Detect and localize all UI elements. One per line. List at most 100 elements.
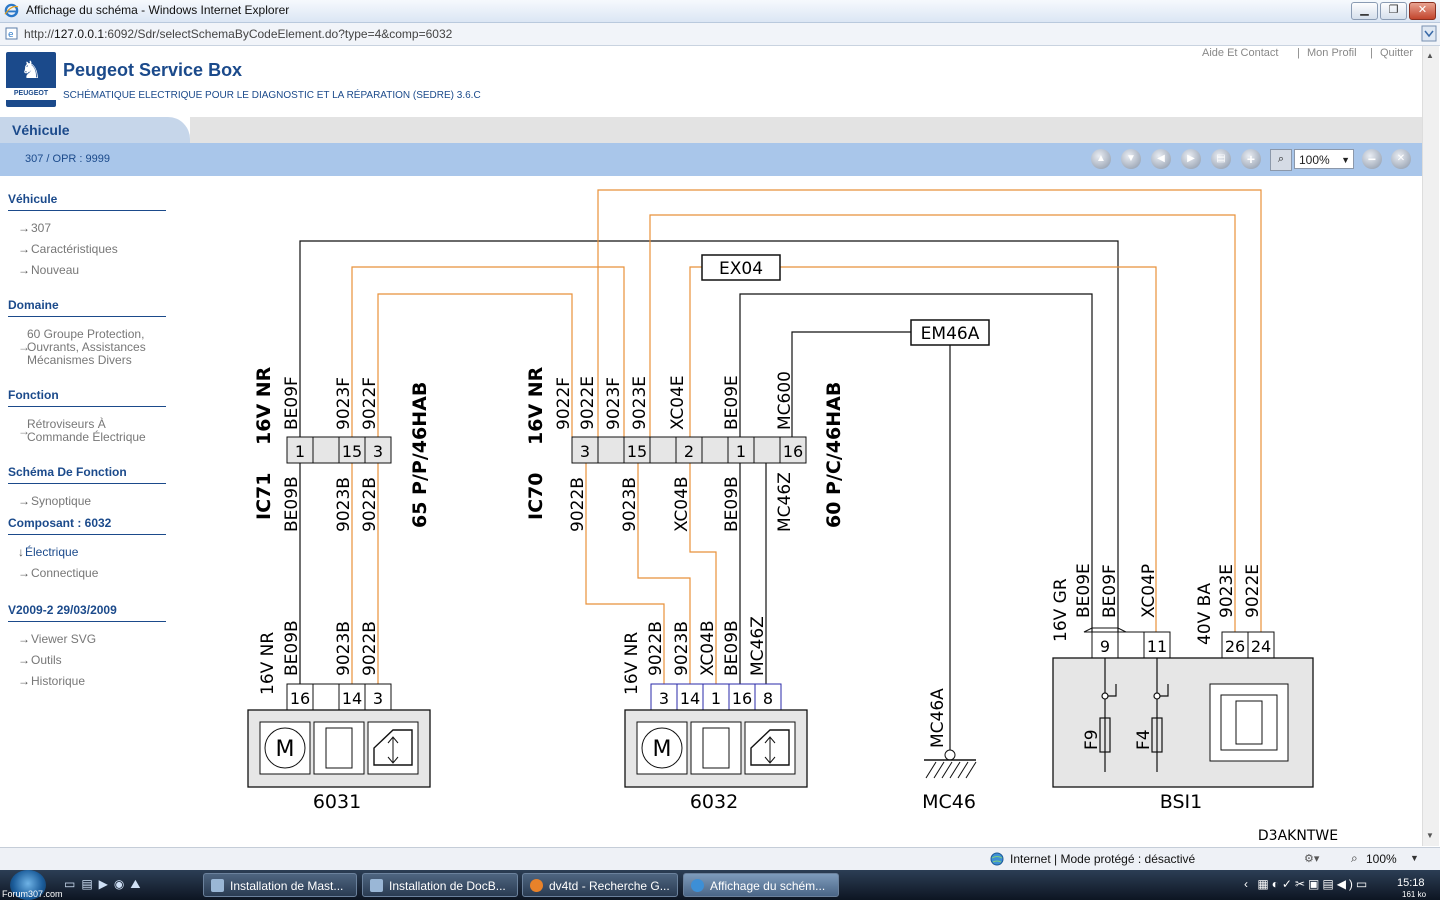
- pin-ic70-3: 3: [580, 442, 590, 461]
- zoom-icon[interactable]: ⌕: [1351, 851, 1358, 865]
- motor-symbol: M: [653, 737, 672, 762]
- scroll-up-icon[interactable]: ▲: [1426, 51, 1434, 60]
- diagram-reference: D3AKNTWE: [1258, 828, 1338, 844]
- wire-label: MC600: [775, 371, 795, 430]
- sidebar-item-domaine[interactable]: 60 Groupe Protection, Ouvrants, Assistan…: [27, 327, 146, 367]
- device-6031-conn: 16V NR: [258, 632, 278, 695]
- compatibility-view-icon[interactable]: [1421, 25, 1437, 42]
- pin-bsi-24: 24: [1251, 637, 1271, 656]
- arrow-down-icon[interactable]: ▼: [1121, 149, 1141, 169]
- pin-ic70-1: 1: [736, 442, 746, 461]
- wire-label: 9023F: [334, 377, 354, 430]
- fullscreen-icon[interactable]: ✕: [1391, 149, 1411, 169]
- arrow-right-icon: →: [18, 674, 30, 688]
- minimize-button[interactable]: ▁: [1351, 2, 1378, 20]
- ground-label: MC46: [922, 791, 976, 813]
- help-contact-link[interactable]: Aide Et Contact: [1202, 47, 1279, 59]
- sidebar-item-connectique[interactable]: →Connectique: [18, 566, 99, 580]
- zoom-in-icon[interactable]: +: [1241, 149, 1261, 169]
- security-zone: Internet | Mode protégé : désactivé: [1010, 852, 1196, 866]
- taskbar-item-ie[interactable]: Affichage du schém...: [683, 873, 839, 897]
- taskbar-item-docb[interactable]: Installation de DocB...: [362, 873, 518, 897]
- pin-ic71-1: 1: [295, 442, 305, 461]
- app-title: Peugeot Service Box: [63, 60, 243, 80]
- wire-label: XC04B: [698, 620, 718, 676]
- taskbar-item-firefox[interactable]: dv4td - Recherche G...: [522, 873, 678, 897]
- ic71-desc: 16V NR: [253, 366, 275, 445]
- wire-label: 9023E: [1217, 564, 1237, 618]
- chevron-down-icon[interactable]: ▼: [1410, 853, 1419, 863]
- my-profile-link[interactable]: Mon Profil: [1307, 47, 1357, 59]
- quit-link[interactable]: Quitter: [1380, 47, 1414, 59]
- sidebar-divider: [8, 316, 166, 317]
- wire-label-mc46a: MC46A: [928, 688, 948, 748]
- window-title-bar: Affichage du schéma - Windows Internet E…: [0, 0, 1440, 23]
- motor-symbol: M: [276, 737, 295, 762]
- magnifier-icon[interactable]: ⌕: [1270, 149, 1292, 171]
- device-label-6031: 6031: [313, 791, 361, 813]
- status-zoom[interactable]: 100%: [1366, 852, 1397, 866]
- chevron-down-icon: ▼: [1341, 155, 1350, 165]
- vertical-scrollbar[interactable]: [1422, 46, 1439, 846]
- sidebar-heading-version: V2009-2 29/03/2009: [8, 603, 117, 617]
- wire-label: MC46Z: [748, 616, 768, 676]
- taskbar-item-mast[interactable]: Installation de Mast...: [203, 873, 357, 897]
- pin-ic70-16: 16: [783, 442, 803, 461]
- sidebar-item-viewer-svg[interactable]: →Viewer SVG: [18, 632, 97, 646]
- pin-6032-3: 3: [659, 689, 669, 708]
- wire-9023b-mid: [637, 463, 691, 684]
- wire-label: 9022E: [578, 376, 598, 430]
- sidebar-item-electrique[interactable]: ↓Électrique: [18, 545, 79, 559]
- arrow-left-icon[interactable]: ◀: [1151, 149, 1171, 169]
- sidebar-item-nouveau[interactable]: →Nouveau: [18, 263, 80, 277]
- box-ex04: [701, 254, 781, 281]
- arrow-right-icon: →: [18, 632, 30, 646]
- wiring-diagram[interactable]: EX04 EM46A 1 15 3 IC71 16V NR BE09F 9023…: [240, 180, 1420, 845]
- protected-mode-icon[interactable]: ⚙▾: [1304, 853, 1320, 865]
- pin-bsi-26: 26: [1225, 637, 1245, 656]
- pin-6031-14: 14: [342, 689, 362, 708]
- url-text[interactable]: http://127.0.0.1:6092/Sdr/selectSchemaBy…: [24, 27, 453, 41]
- sidebar-item-historique[interactable]: →Historique: [18, 674, 86, 688]
- window-title: Affichage du schéma - Windows Internet E…: [26, 3, 290, 17]
- zoom-select[interactable]: 100%▼: [1294, 149, 1354, 169]
- wire-label: BE09B: [722, 620, 742, 676]
- ground-icon: [925, 761, 977, 779]
- arrow-up-icon[interactable]: ▲: [1091, 149, 1111, 169]
- wire-xc04b-mid: [689, 463, 717, 684]
- close-button[interactable]: ✕: [1409, 2, 1436, 20]
- pin-6031-16: 16: [290, 689, 310, 708]
- wire-label: 9022B: [360, 477, 380, 532]
- svg-text:e: e: [8, 30, 14, 40]
- pin-bsi-11: 11: [1147, 637, 1167, 656]
- pin-6032-1: 1: [711, 689, 721, 708]
- lion-icon: ♞: [20, 57, 42, 84]
- scroll-down-icon[interactable]: ▼: [1426, 831, 1434, 840]
- maximize-button[interactable]: ❐: [1380, 2, 1407, 20]
- wire-label: 9023B: [334, 477, 354, 532]
- quick-launch-icons[interactable]: ▭▤▶◉⛰: [64, 877, 147, 891]
- tray-extra-text: 161 ko: [1402, 890, 1427, 899]
- sidebar-item-outils[interactable]: →Outils: [18, 653, 62, 667]
- system-tray-icons[interactable]: ‹ ▦◐✓✂▣▤◀)▭: [1244, 877, 1371, 891]
- wire-label: 9022F: [360, 377, 380, 430]
- wire-label: 9022B: [568, 477, 588, 532]
- arrow-right-icon: →: [18, 653, 30, 667]
- sidebar-divider: [8, 406, 166, 407]
- print-icon[interactable]: ▤: [1211, 149, 1231, 169]
- wire-label: 9022B: [360, 621, 380, 676]
- sidebar-item-retroviseurs[interactable]: Rétroviseurs À Commande Électrique: [27, 417, 146, 444]
- device-label-bsi1: BSI1: [1160, 791, 1202, 813]
- sidebar-divider: [8, 210, 166, 211]
- start-button[interactable]: [10, 870, 46, 900]
- device-label-6032: 6032: [690, 791, 738, 813]
- zoom-out-icon[interactable]: −: [1362, 149, 1382, 169]
- sidebar-item-307[interactable]: →307: [18, 221, 52, 235]
- address-bar[interactable]: e http://127.0.0.1:6092/Sdr/selectSchema…: [0, 23, 1440, 46]
- arrow-right-icon: →: [18, 221, 30, 235]
- sidebar-item-caracteristiques[interactable]: →Caractéristiques: [18, 242, 118, 256]
- fuse-icon: [1099, 658, 1169, 772]
- clock[interactable]: 15:18: [1397, 877, 1425, 889]
- arrow-right-icon[interactable]: ▶: [1181, 149, 1201, 169]
- sidebar-item-synoptique[interactable]: →Synoptique: [18, 494, 92, 508]
